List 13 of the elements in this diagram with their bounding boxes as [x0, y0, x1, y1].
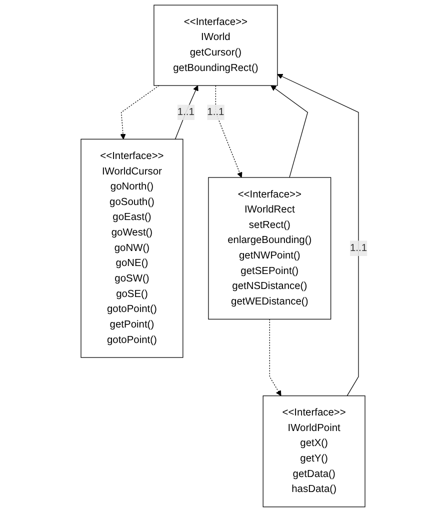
- arrow: [269, 318, 282, 396]
- edge-label: 1..1: [177, 106, 194, 118]
- edge-label: 1..1: [207, 106, 224, 118]
- node-box: <<Interface>> IWorldCursor goNorth() goSouth() goEast() goWest() goNW() goNE() goSW() goSE() gotoPoint() getPoint() gotoPoint(): [80, 138, 184, 358]
- arrow: [120, 85, 160, 140]
- arrow: [270, 85, 308, 178]
- node-box: <<Interface>> IWorld getCursor() getBoundingRect(): [154, 4, 278, 86]
- edge-label: 1..1: [350, 242, 367, 254]
- arrow: [174, 85, 198, 140]
- arrow: [277, 74, 359, 396]
- node-box: <<Interface>> IWorldPoint getX() getY() getData() hasData(): [262, 396, 366, 508]
- arrow: [215, 85, 242, 178]
- node-box: <<Interface>> IWorldRect setRect() enlargeBounding() getNWPoint() getSEPoint() getNSDistance() getWEDistance(): [208, 177, 332, 320]
